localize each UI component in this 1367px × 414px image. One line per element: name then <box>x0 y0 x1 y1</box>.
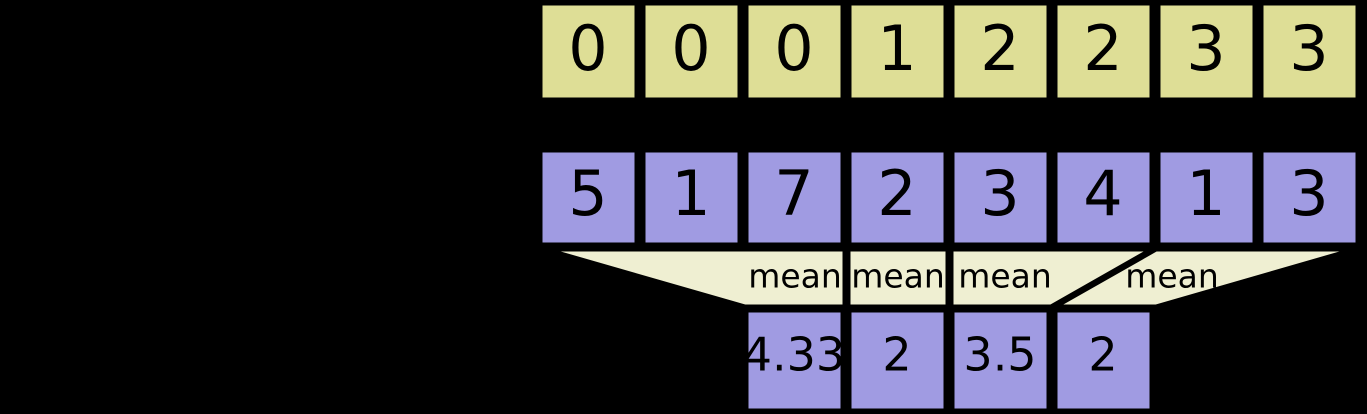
segment-cell-label: 0 <box>671 12 710 85</box>
value-cell-3: 2 <box>846 147 949 248</box>
value-cell-5: 4 <box>1052 147 1155 248</box>
segment-cell-4: 2 <box>949 0 1052 103</box>
result-cell-label: 2 <box>882 328 911 382</box>
segment-cell-label: 2 <box>1083 12 1122 85</box>
result-cell-label: 3.5 <box>963 328 1036 382</box>
segment-cell-label: 2 <box>980 12 1019 85</box>
value-cell-label: 5 <box>568 157 607 230</box>
value-cell-7: 3 <box>1258 147 1361 248</box>
result-cell-label: 4.33 <box>743 328 845 382</box>
mean-label: mean <box>1125 257 1219 296</box>
result-cell-2: 3.5 <box>949 307 1052 414</box>
mean-funnel-3: mean <box>1044 246 1358 310</box>
value-cell-label: 3 <box>980 157 1019 230</box>
segment-cell-5: 2 <box>1052 0 1155 103</box>
result-cell-label: 2 <box>1088 328 1117 382</box>
pooled-output-row: 4.33 2 3.5 2 <box>743 307 1155 414</box>
segment-cell-label: 3 <box>1186 12 1225 85</box>
value-cell-6: 1 <box>1155 147 1258 248</box>
segment-cell-label: 3 <box>1289 12 1328 85</box>
value-cell-label: 3 <box>1289 157 1328 230</box>
segment-cell-label: 0 <box>774 12 813 85</box>
value-cell-label: 1 <box>1186 157 1225 230</box>
mean-label: mean <box>851 257 945 296</box>
mean-funnel-0: mean <box>542 246 848 310</box>
segment-cell-0: 0 <box>537 0 640 103</box>
value-cell-1: 1 <box>640 147 743 248</box>
value-cell-label: 4 <box>1083 157 1122 230</box>
segment-cell-3: 1 <box>846 0 949 103</box>
mean-operations-band: mean mean mean mean <box>542 246 1358 310</box>
value-cell-2: 7 <box>743 147 846 248</box>
segment-cell-1: 0 <box>640 0 743 103</box>
mean-funnel-1: mean <box>845 246 951 310</box>
mean-label: mean <box>958 257 1052 296</box>
result-cell-1: 2 <box>846 307 949 414</box>
value-cell-label: 7 <box>774 157 813 230</box>
segment-cell-2: 0 <box>743 0 846 103</box>
value-cell-label: 1 <box>671 157 710 230</box>
result-cell-3: 2 <box>1052 307 1155 414</box>
segment-cell-6: 3 <box>1155 0 1258 103</box>
input-values-row: 5 1 7 2 3 4 1 <box>537 147 1361 248</box>
segment-cell-7: 3 <box>1258 0 1361 103</box>
result-cell-0: 4.33 <box>743 307 846 414</box>
segment-cell-label: 1 <box>877 12 916 85</box>
value-cell-label: 2 <box>877 157 916 230</box>
mean-label: mean <box>748 257 842 296</box>
value-cell-0: 5 <box>537 147 640 248</box>
value-cell-4: 3 <box>949 147 1052 248</box>
segment-ids-row: 0 0 0 1 2 2 3 <box>537 0 1361 103</box>
segment-cell-label: 0 <box>568 12 607 85</box>
